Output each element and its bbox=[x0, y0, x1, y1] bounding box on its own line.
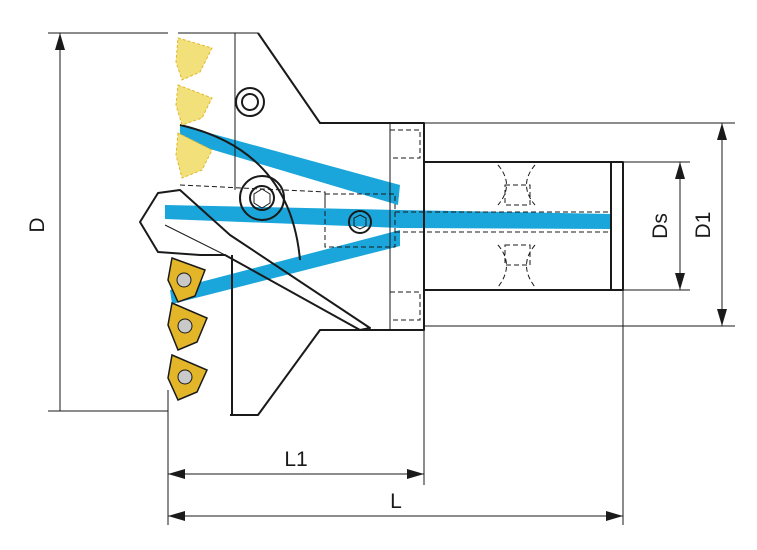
shank-flat-bottom bbox=[504, 244, 531, 266]
hidden-insert-pocket bbox=[179, 184, 326, 205]
insert-gold-group bbox=[167, 256, 208, 401]
trigon-insert-icon bbox=[167, 301, 208, 351]
coolant-channel-upper bbox=[180, 125, 400, 205]
insert-ghost-group bbox=[175, 37, 213, 179]
trigon-insert-icon bbox=[167, 256, 206, 303]
hidden-bore bbox=[324, 193, 396, 248]
dimensions bbox=[48, 32, 735, 525]
label-D: D bbox=[26, 217, 49, 232]
coolant-channel-lower bbox=[170, 230, 400, 304]
trigon-insert-icon bbox=[175, 84, 213, 126]
pilot-tip bbox=[139, 189, 371, 331]
pilot-edge bbox=[164, 224, 226, 256]
trigon-insert-icon bbox=[175, 37, 213, 81]
chip-flute-curve bbox=[179, 124, 301, 261]
shank-flat-top bbox=[504, 184, 531, 206]
shank bbox=[423, 161, 624, 291]
coolant-channel-central bbox=[165, 205, 612, 229]
hex-socket-screw-icon bbox=[235, 87, 372, 234]
trigon-insert-icon bbox=[167, 353, 208, 401]
hidden-flange-bottom bbox=[389, 291, 421, 321]
label-Ds: Ds bbox=[649, 213, 672, 239]
label-L: L bbox=[390, 490, 402, 513]
label-L1: L1 bbox=[284, 448, 307, 471]
trigon-insert-icon bbox=[175, 132, 213, 179]
label-D1: D1 bbox=[692, 212, 715, 239]
shank-end bbox=[610, 161, 624, 291]
hidden-flange-top bbox=[389, 129, 421, 159]
center-point bbox=[139, 189, 371, 331]
